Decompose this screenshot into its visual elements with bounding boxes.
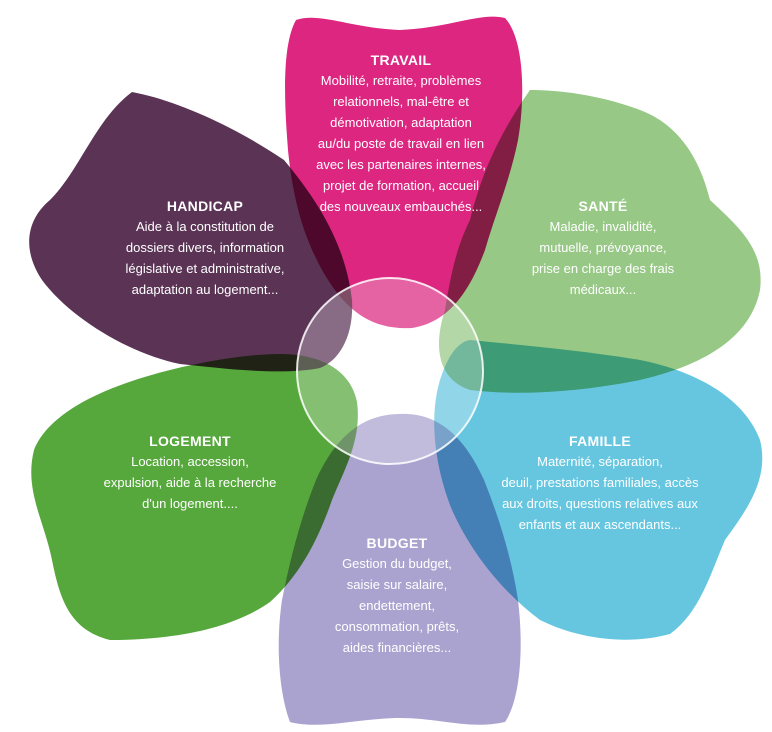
petal-famille <box>434 340 763 640</box>
title-logement: LOGEMENT <box>149 433 231 449</box>
text-famille: Maternité, séparation, deuil, prestation… <box>501 454 699 532</box>
petal-budget <box>278 413 521 725</box>
center-circle <box>296 277 484 465</box>
block-handicap: HANDICAP Aide à la constitution de dossi… <box>85 196 325 300</box>
text-handicap: Aide à la constitution de dossiers diver… <box>125 219 285 297</box>
text-travail: Mobilité, retraite, problèmes relationne… <box>316 73 486 214</box>
title-travail: TRAVAIL <box>370 52 432 68</box>
block-travail: TRAVAIL Mobilité, retraite, problèmes re… <box>296 50 506 217</box>
block-logement: LOGEMENT Location, accession, expulsion,… <box>70 431 310 514</box>
petal-handicap <box>29 92 353 372</box>
title-budget: BUDGET <box>366 535 428 551</box>
block-budget: BUDGET Gestion du budget, saisie sur sal… <box>297 533 497 658</box>
title-handicap: HANDICAP <box>166 198 244 214</box>
text-budget: Gestion du budget, saisie sur salaire, e… <box>334 556 460 655</box>
block-famille: FAMILLE Maternité, séparation, deuil, pr… <box>480 431 720 535</box>
block-sante: SANTÉ Maladie, invalidité, mutuelle, pré… <box>493 196 713 300</box>
title-sante: SANTÉ <box>578 198 628 214</box>
petal-sante <box>438 90 761 393</box>
text-logement: Location, accession, expulsion, aide à l… <box>103 454 277 511</box>
text-sante: Maladie, invalidité, mutuelle, prévoyanc… <box>531 219 675 297</box>
title-famille: FAMILLE <box>569 433 631 449</box>
petal-logement <box>31 354 358 640</box>
